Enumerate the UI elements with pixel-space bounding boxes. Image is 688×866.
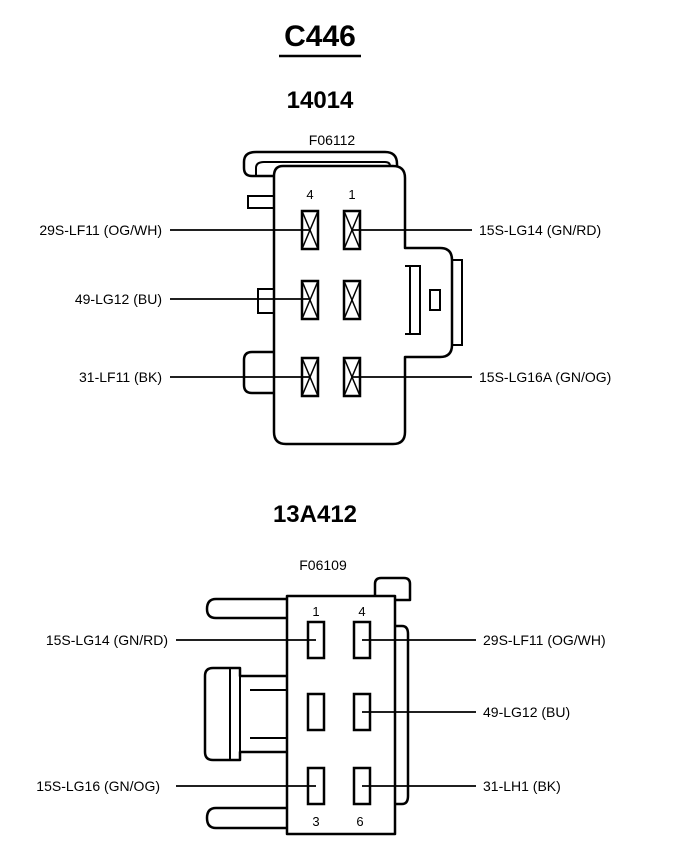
terminal-pin-5 — [300, 279, 320, 321]
left-latch — [203, 666, 287, 762]
top-hook — [373, 576, 412, 602]
connector-housing — [285, 594, 397, 836]
wire-label: 29S-LF11 (OG/WH) — [39, 222, 162, 238]
left-latch — [247, 195, 274, 209]
connector-ref-code: F06112 — [309, 132, 356, 148]
right-key — [405, 259, 463, 346]
terminal-pin-2 — [342, 279, 362, 321]
left-stub — [257, 288, 274, 314]
terminal-pin-2 — [306, 692, 326, 732]
pin-number: 1 — [348, 187, 355, 202]
wire-label: 49-LG12 (BU) — [75, 291, 162, 307]
pin-number: 3 — [312, 814, 319, 829]
left-latch-inner — [229, 668, 287, 760]
wire-label: 15S-LG14 (GN/RD) — [46, 632, 168, 648]
connector-ref-code: F06109 — [299, 557, 347, 573]
locking-tab — [242, 150, 399, 178]
right-rail — [395, 624, 410, 806]
wire-label: 49-LG12 (BU) — [483, 704, 570, 720]
left-stub-top — [205, 597, 287, 620]
wire-label: 15S-LG14 (GN/RD) — [479, 222, 601, 238]
connector-14014: 14014 F06112 4 1 — [39, 87, 611, 446]
connector-part-number: 14014 — [287, 87, 354, 114]
wire-label: 15S-LG16A (GN/OG) — [479, 369, 611, 385]
wire-label: 15S-LG16 (GN/OG) — [36, 778, 160, 794]
locking-tab-inner — [255, 161, 391, 176]
wire-label: 31-LH1 (BK) — [483, 778, 561, 794]
diagram-title: C446 — [284, 20, 356, 53]
wire-label: 29S-LF11 (OG/WH) — [483, 632, 606, 648]
connector-housing — [272, 164, 454, 446]
left-guide — [242, 350, 274, 395]
pin-number: 6 — [356, 814, 363, 829]
connector-part-number: 13A412 — [273, 501, 357, 528]
left-stub-bottom — [205, 806, 287, 830]
pin-number: 4 — [306, 187, 313, 202]
pin-number: 4 — [358, 604, 365, 619]
pin-number: 1 — [312, 604, 319, 619]
wire-label: 31-LF11 (BK) — [79, 369, 162, 385]
connector-13A412: 13A412 F06109 1 4 3 6 15S-LG14 — [36, 501, 606, 836]
